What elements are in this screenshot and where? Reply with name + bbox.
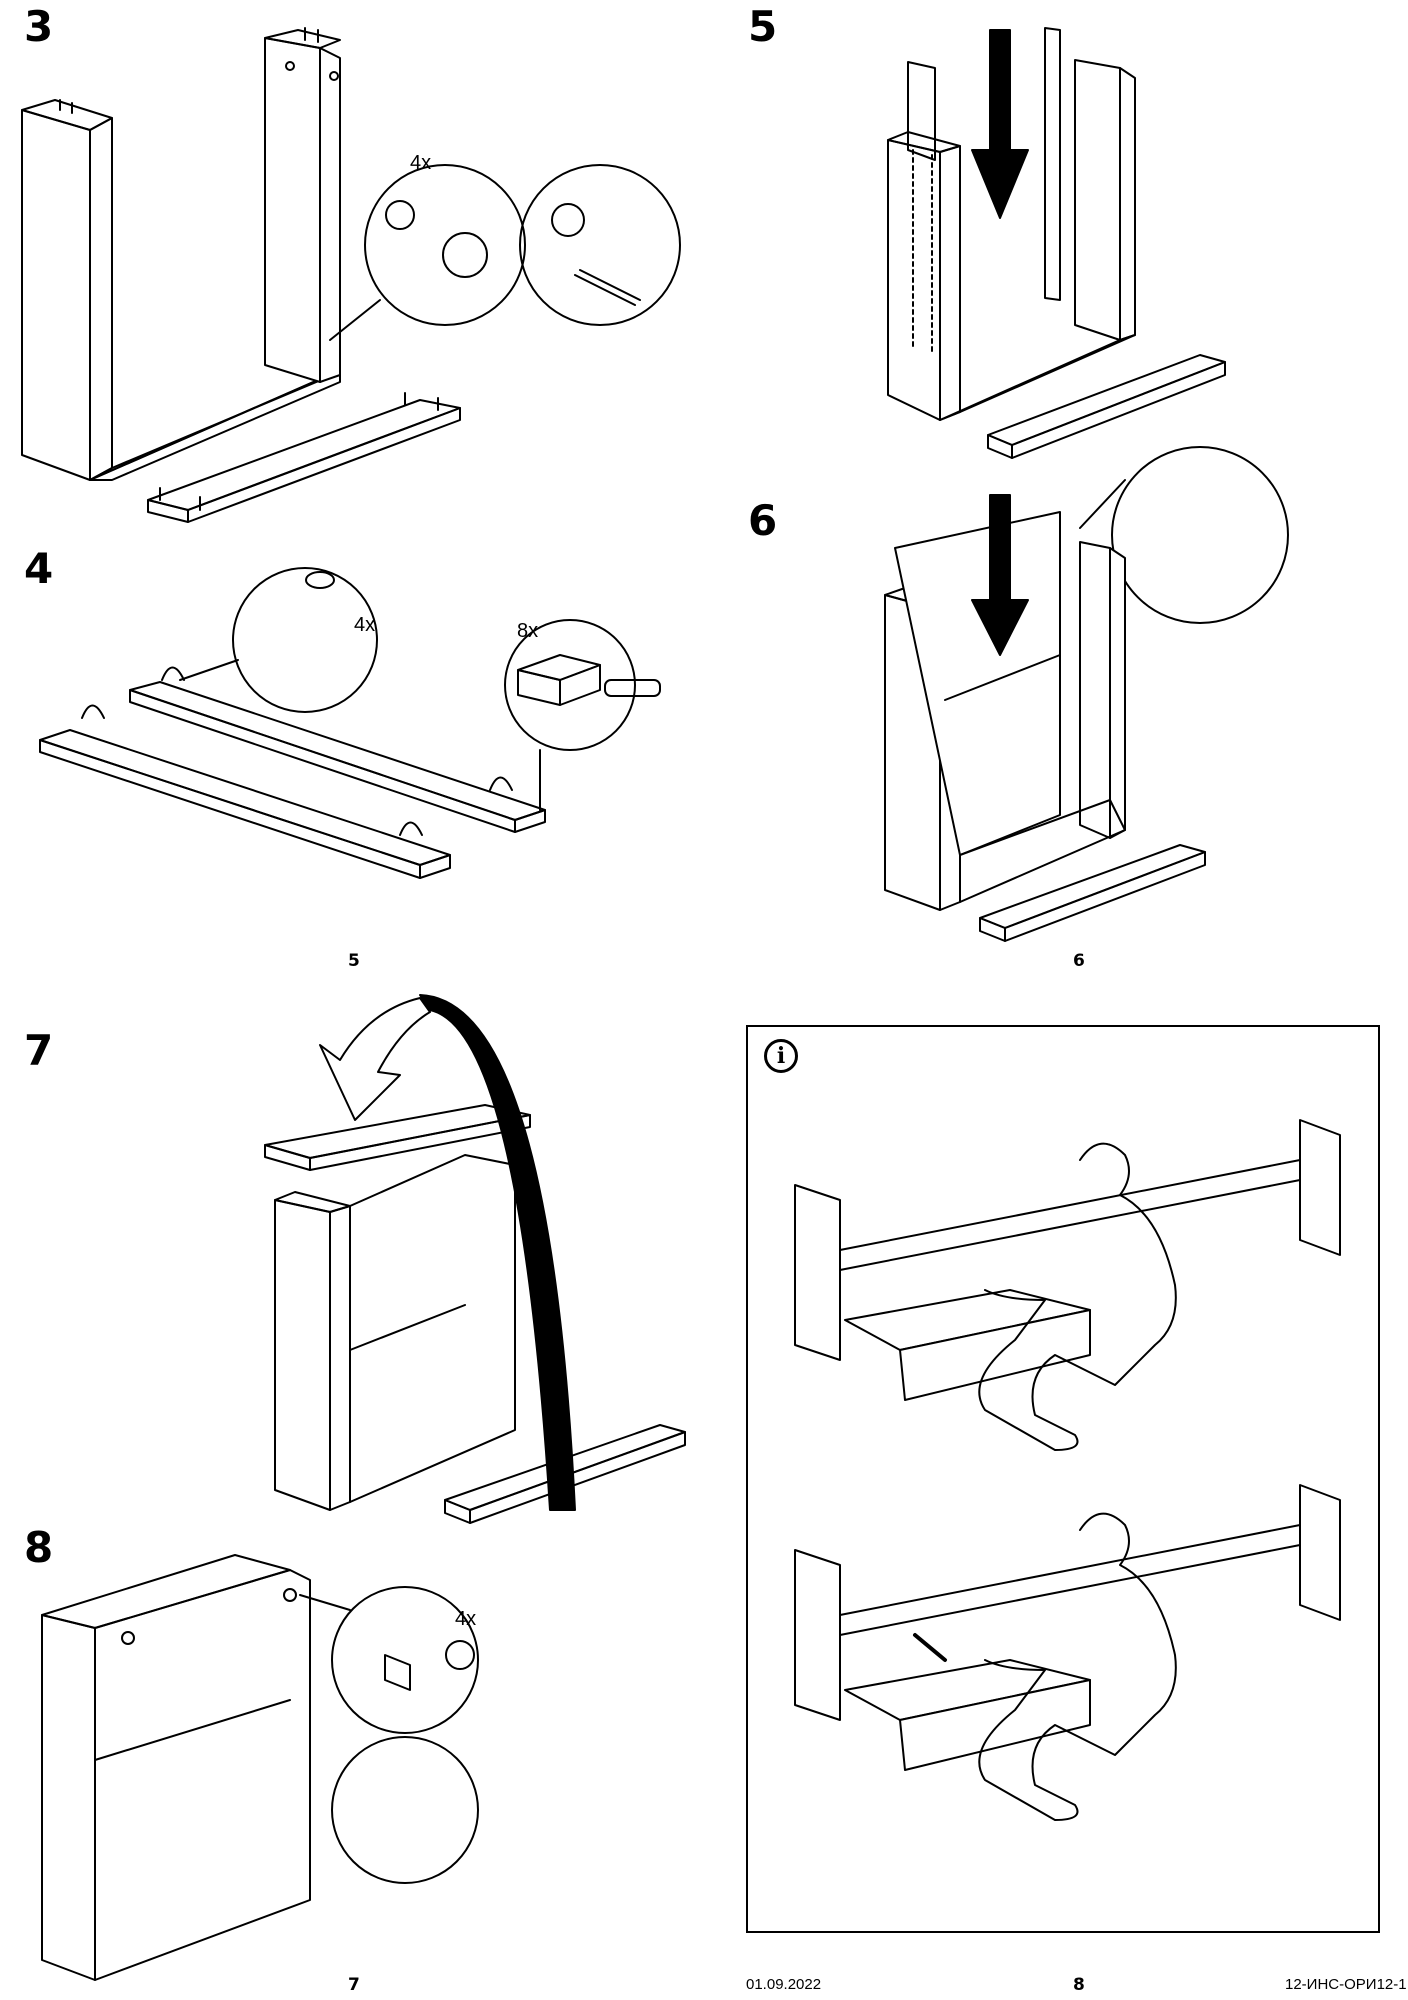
quantity-label-step4-dowel: 8x (517, 620, 539, 642)
quantity-label-step4-cam: 4x (354, 614, 376, 636)
page-number-8: 8 (1073, 1975, 1085, 1995)
step5-illustration (887, 27, 1289, 624)
step8-illustration (41, 1554, 479, 1981)
step7-illustration (264, 994, 686, 1524)
page-number-7: 7 (348, 1975, 360, 1995)
info-illustration-drawer-remove (794, 1119, 1341, 1451)
step-number-8: 8 (24, 1523, 54, 1572)
info-panel: i (746, 1025, 1380, 1933)
quantity-label-step3: 4x (410, 152, 432, 174)
step-number-6: 6 (748, 496, 778, 545)
step3-illustration (21, 27, 681, 523)
info-icon: i (764, 1039, 798, 1073)
step6-illustration (884, 494, 1206, 942)
step-number-3: 3 (24, 2, 54, 51)
step-number-5: 5 (748, 2, 778, 51)
step-number-7: 7 (24, 1026, 54, 1075)
footer-doc-code: 12-ИНС-ОРИ12-1 (1285, 1976, 1407, 1993)
page-number-5: 5 (348, 951, 360, 971)
info-illustration-drawer-insert (794, 1484, 1341, 1821)
step4-illustration (39, 567, 661, 879)
footer-date: 01.09.2022 (746, 1976, 822, 1993)
step-number-4: 4 (24, 544, 54, 593)
page-number-6: 6 (1073, 951, 1085, 971)
